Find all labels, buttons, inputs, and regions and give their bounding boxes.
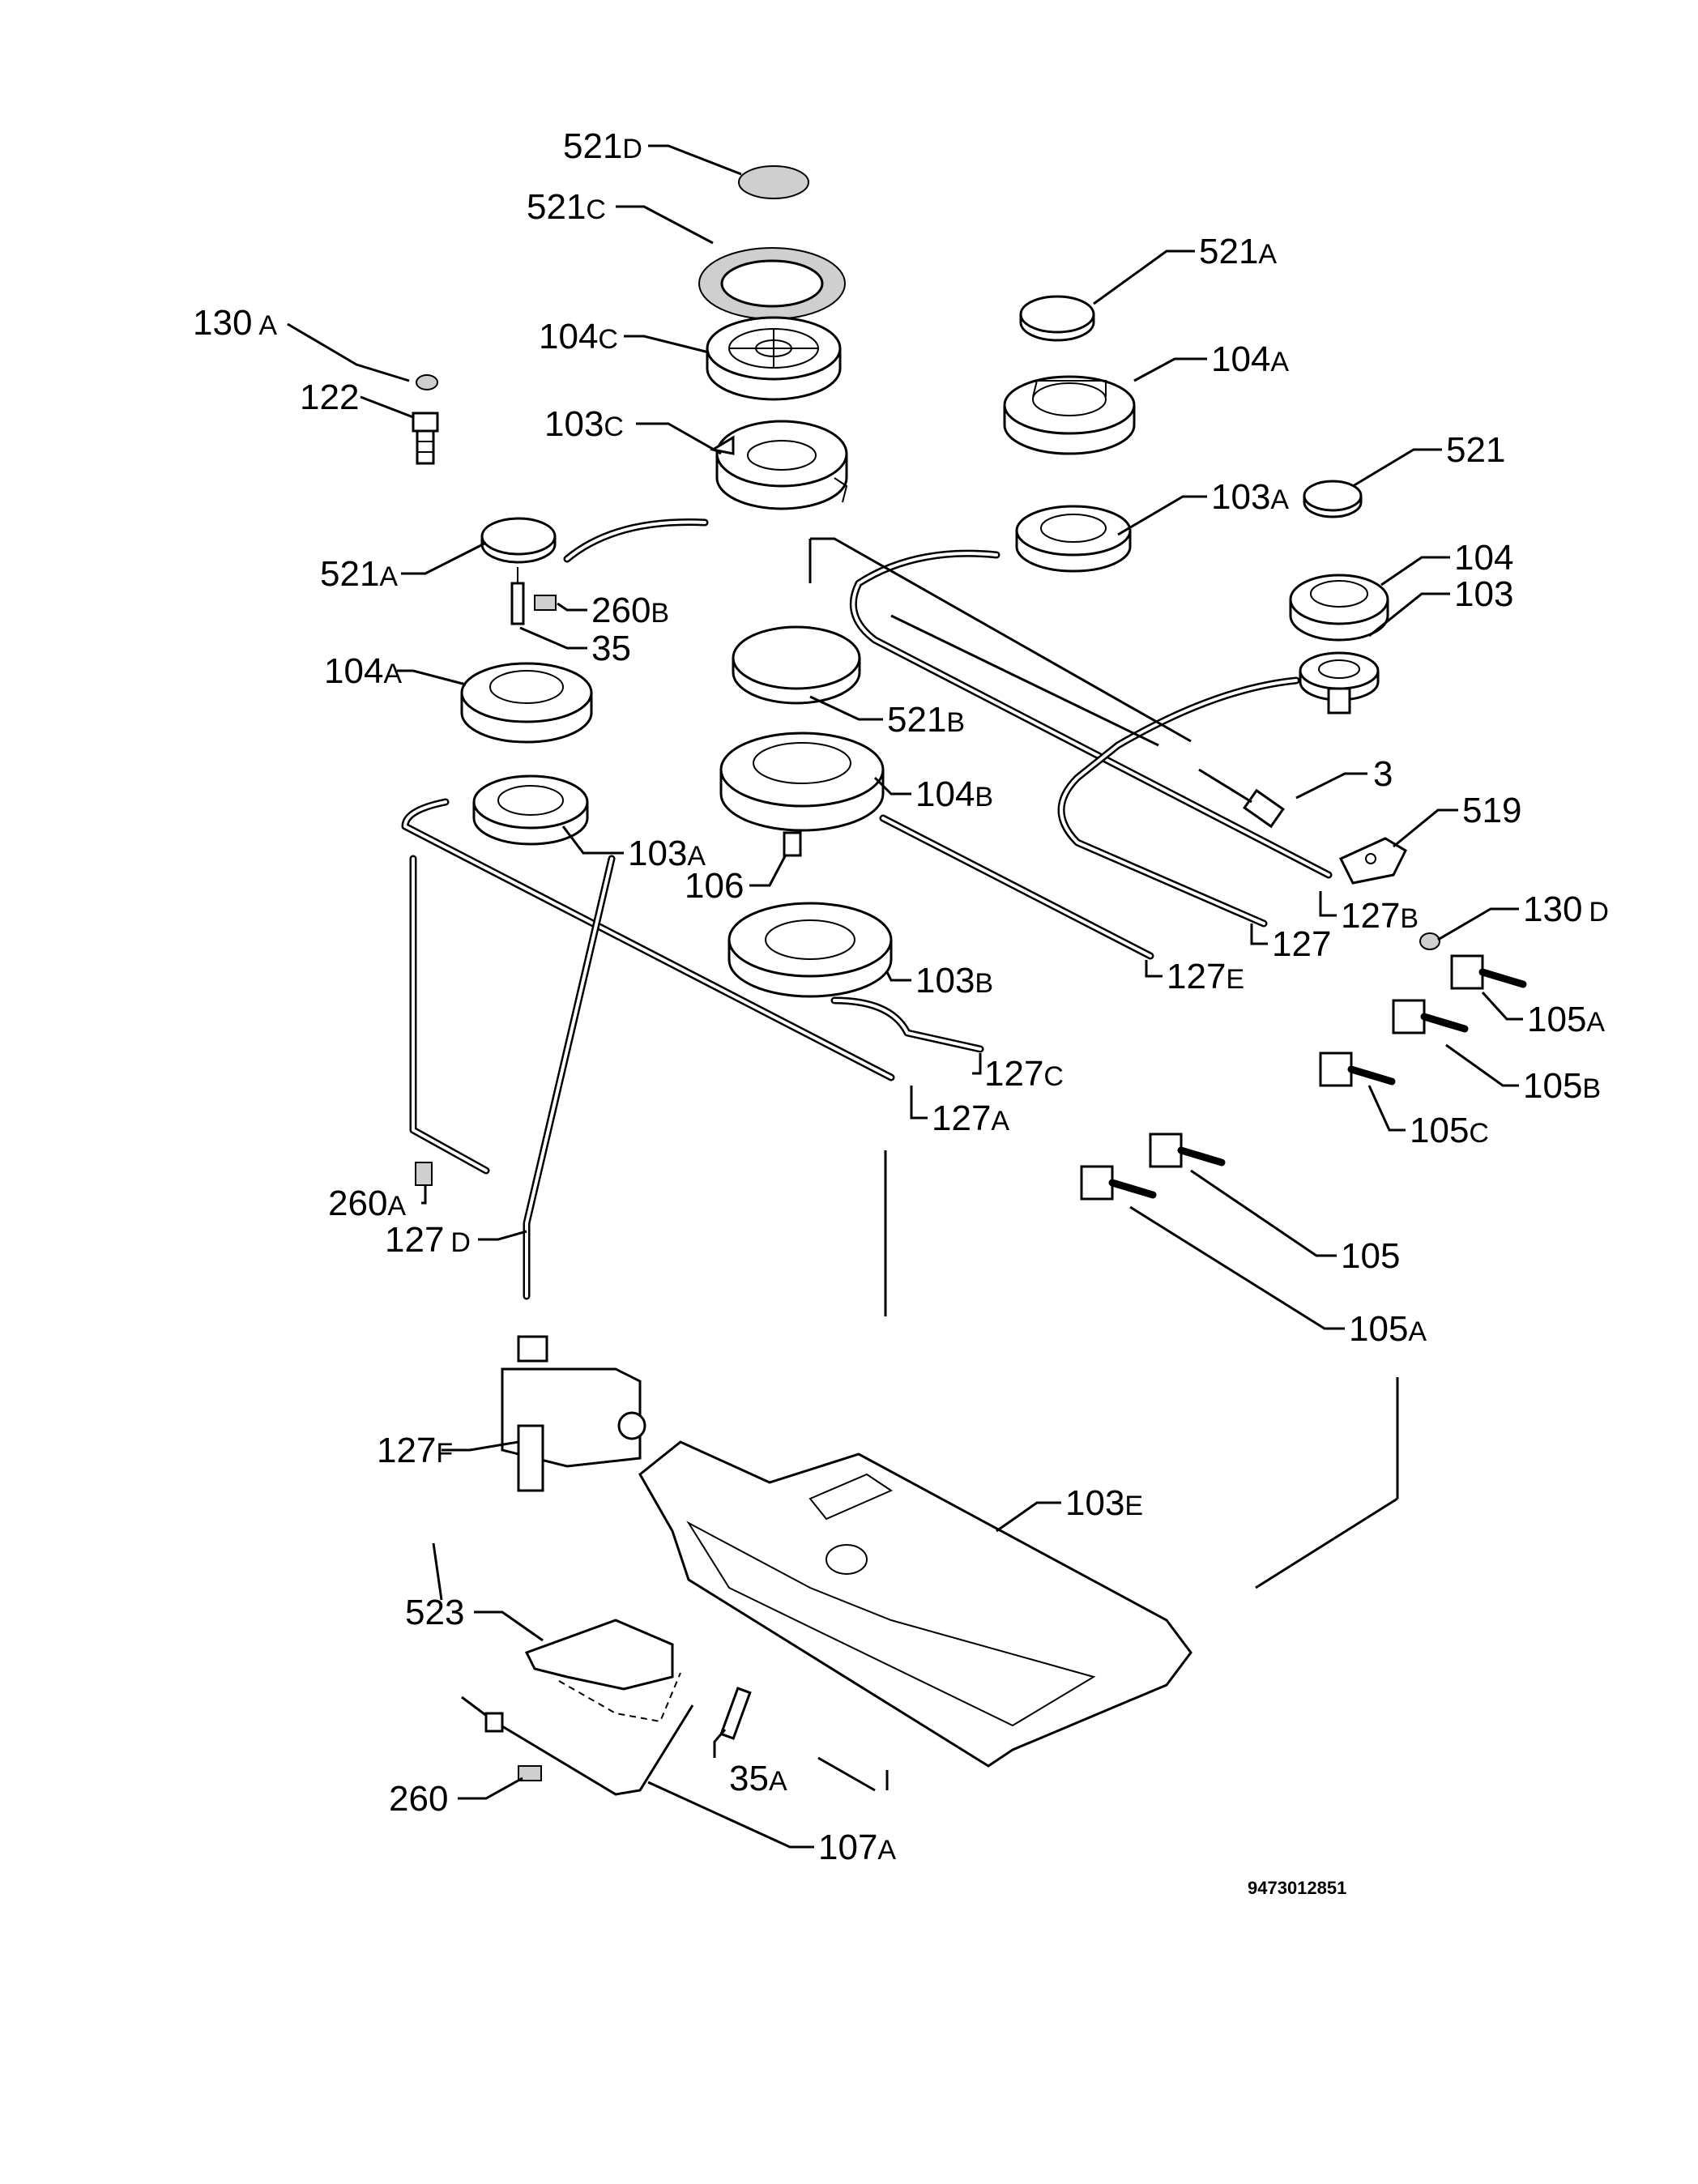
label-103C: 103C <box>544 404 624 444</box>
label-127B: 127B <box>1341 896 1419 936</box>
label-521B: 521B <box>887 700 965 740</box>
part-104A-right-crown <box>1003 375 1136 455</box>
part-523-bracket <box>524 1619 681 1723</box>
label-104A-left: 104A <box>324 651 402 691</box>
part-103B-base <box>727 902 893 998</box>
label-103A-right: 103A <box>1211 477 1289 517</box>
label-105B: 105B <box>1523 1066 1601 1106</box>
part-105A-top-tap <box>1450 954 1527 990</box>
label-105A-bottom: 105A <box>1349 1309 1427 1349</box>
label-521A-right: 521A <box>1199 232 1277 271</box>
part-106-injector <box>783 831 802 857</box>
part-103-base <box>1299 651 1380 714</box>
label-521C: 521C <box>527 187 606 227</box>
label-127F: 127F <box>377 1431 453 1470</box>
part-105B-tap <box>1392 999 1469 1034</box>
part-3-thermocouple <box>1198 768 1285 829</box>
part-130D-nut <box>1419 932 1440 950</box>
label-103: 103 <box>1454 574 1513 614</box>
part-260B-clip <box>534 595 557 611</box>
label-127E: 127E <box>1167 957 1244 996</box>
part-103A-left-base <box>472 774 589 846</box>
part-519-plate <box>1338 837 1407 885</box>
label-521D: 521D <box>563 126 642 166</box>
label-103E: 103E <box>1065 1483 1143 1523</box>
label-521A-left: 521A <box>320 554 398 594</box>
part-103C-base <box>709 420 848 510</box>
label-521: 521 <box>1446 430 1505 470</box>
label-122: 122 <box>300 378 359 417</box>
label-127: 127 <box>1272 924 1331 964</box>
label-3: 3 <box>1373 754 1393 794</box>
part-122-injector <box>412 412 439 465</box>
leader-lines <box>287 144 1523 1849</box>
part-105-tap <box>1149 1133 1226 1168</box>
part-260A-clip <box>415 1162 433 1186</box>
part-104C-crown <box>706 316 842 401</box>
part-521B-cap <box>732 625 861 705</box>
label-105A-top: 105A <box>1527 1000 1605 1039</box>
part-521-cap <box>1303 480 1363 518</box>
gas-pipes <box>401 518 1333 1300</box>
part-35A-electrode <box>719 1687 752 1740</box>
reference-lines <box>432 1150 1399 1792</box>
label-260: 260 <box>389 1779 448 1819</box>
part-521D-cap <box>738 165 809 199</box>
label-127A: 127A <box>932 1098 1009 1138</box>
label-105C: 105C <box>1410 1111 1489 1150</box>
part-130A-nut <box>416 374 438 390</box>
label-106: 106 <box>685 866 744 906</box>
label-104A-right: 104A <box>1211 339 1289 379</box>
label-260B: 260B <box>591 591 669 630</box>
label-103B: 103B <box>915 961 993 1000</box>
part-521C-ring <box>698 247 846 320</box>
part-104B-crown <box>719 732 885 832</box>
label-107A: 107A <box>818 1828 896 1867</box>
part-103E-tray <box>638 1440 1192 1768</box>
label-104: 104 <box>1454 538 1513 578</box>
label-35: 35 <box>591 629 631 668</box>
label-104B: 104B <box>915 774 993 814</box>
part-260-clip <box>518 1765 542 1781</box>
label-105: 105 <box>1341 1236 1400 1276</box>
label-260A: 260A <box>328 1184 406 1223</box>
label-104C: 104C <box>539 317 618 356</box>
part-107A-lead <box>461 1696 694 1796</box>
part-35-electrode <box>510 567 525 625</box>
part-104-crown <box>1289 574 1389 642</box>
part-521A-left-cap <box>480 517 557 564</box>
part-127F-valve <box>501 1335 646 1492</box>
part-105A-bottom-tap <box>1080 1165 1157 1201</box>
label-519: 519 <box>1462 791 1521 830</box>
part-104A-left-crown <box>460 662 593 744</box>
drawing-code: 9473012851 <box>1248 1878 1346 1898</box>
part-521A-right-cap <box>1019 295 1095 342</box>
label-103A-left: 103A <box>628 834 706 873</box>
part-105C-tap <box>1319 1051 1396 1087</box>
part-103A-right-base <box>1015 505 1132 573</box>
label-127C: 127C <box>984 1054 1064 1094</box>
label-35A: 35A <box>729 1759 787 1798</box>
label-523: 523 <box>405 1593 464 1632</box>
